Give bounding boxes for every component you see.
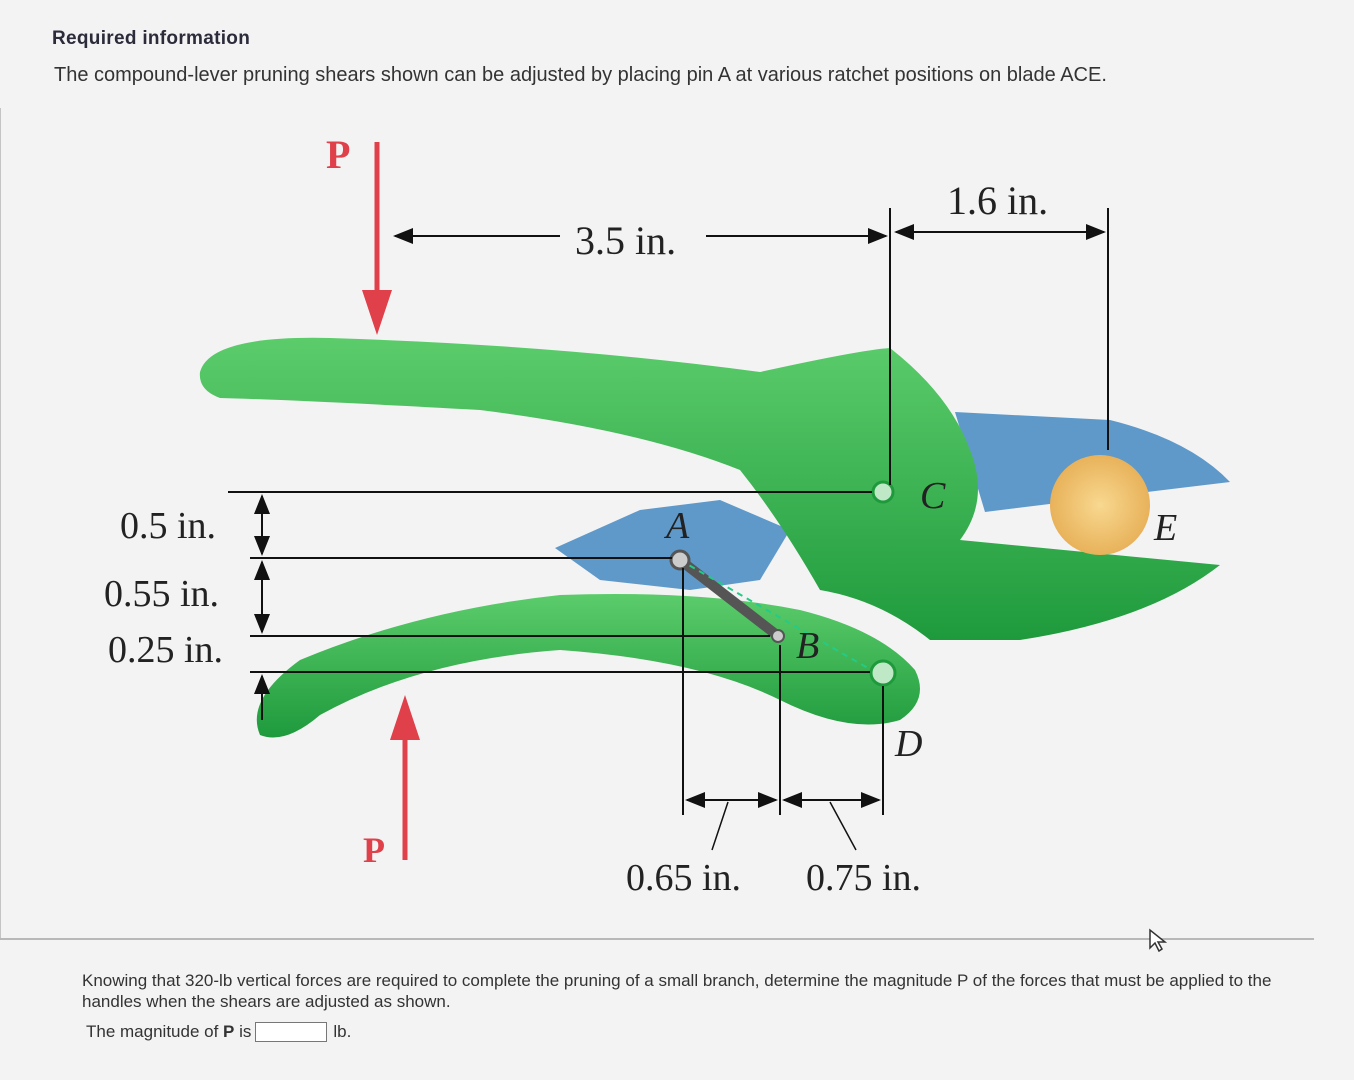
force-label-top: P [326, 132, 350, 177]
dim-label-0-25: 0.25 in. [108, 629, 223, 671]
required-information-heading: Required information [52, 28, 251, 49]
dim-label-0-65: 0.65 in. [626, 857, 741, 899]
dim-label-3-5: 3.5 in. [575, 218, 676, 263]
dim-label-1-6: 1.6 in. [947, 178, 1048, 223]
handle-upper [199, 337, 1221, 640]
answer-unit: lb. [333, 1022, 352, 1041]
point-label-b: B [796, 625, 819, 667]
problem-statement: The compound-lever pruning shears shown … [54, 64, 1107, 86]
point-label-c: C [920, 475, 946, 517]
pin-a [669, 549, 691, 571]
force-label-bottom: P [363, 830, 385, 870]
point-label-d: D [894, 723, 922, 765]
link-ab [676, 556, 782, 640]
link-blue [555, 500, 790, 590]
answer-is: is [239, 1022, 252, 1041]
answer-prefix: The magnitude of [86, 1022, 219, 1041]
dim-label-0-55: 0.55 in. [104, 573, 219, 615]
mouse-pointer-icon [1149, 928, 1168, 953]
answer-row: The magnitude of P is lb. [86, 1022, 351, 1042]
question-text: Knowing that 320-lb vertical forces are … [82, 971, 1272, 1011]
magnitude-input[interactable] [255, 1022, 328, 1042]
figure-svg: P P 3.5 in. 1.6 in. 0.5 in. 0.55 in. 0.2… [104, 132, 1230, 899]
point-label-a: A [663, 505, 690, 547]
pruning-shears-figure: P P 3.5 in. 1.6 in. 0.5 in. 0.55 in. 0.2… [0, 108, 1314, 940]
pin-b [771, 629, 785, 643]
pin-d [869, 659, 897, 687]
dim-label-0-75: 0.75 in. [806, 857, 921, 899]
pin-c [871, 480, 895, 504]
branch [1050, 455, 1150, 555]
handle-lower [256, 594, 920, 738]
point-label-e: E [1153, 507, 1177, 549]
answer-symbol: P [223, 1022, 235, 1041]
dim-label-0-5: 0.5 in. [120, 505, 216, 547]
